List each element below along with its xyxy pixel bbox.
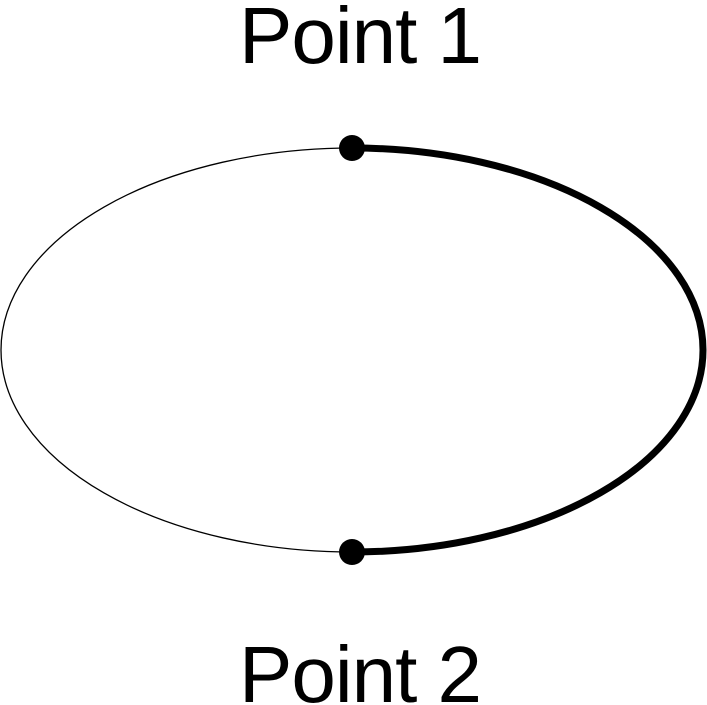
point-2-label: Point 2 <box>239 630 481 705</box>
point-1-label: Point 1 <box>239 0 481 80</box>
ellipse-left-half-arc <box>0 147 353 553</box>
ellipse-right-half-arc <box>351 144 707 556</box>
point-1-marker <box>339 135 365 161</box>
point-2-marker <box>339 539 365 565</box>
